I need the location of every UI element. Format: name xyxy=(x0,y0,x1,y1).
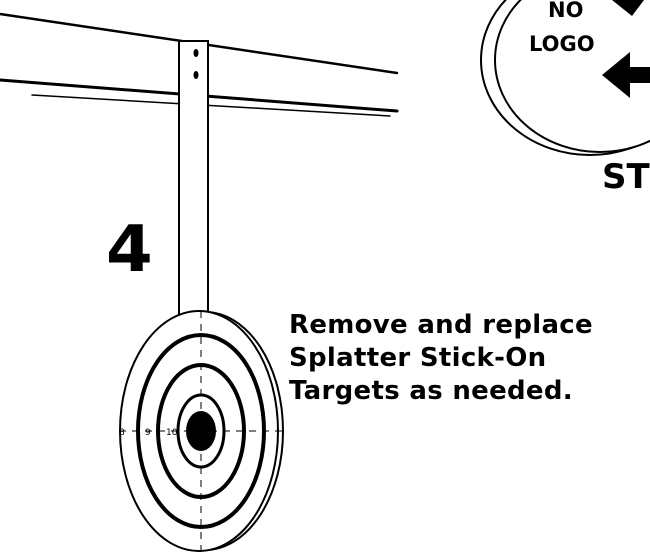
ring-label-10: 10 xyxy=(166,428,178,438)
ring-label-8: 8 xyxy=(119,428,125,438)
instruction-line: Targets as needed. xyxy=(289,376,573,406)
cropped-side-label: ST xyxy=(602,157,650,197)
arrow-down-left-icon xyxy=(612,0,644,16)
arrow-left-icon xyxy=(602,52,650,98)
logo-badge-line2: LOGO xyxy=(529,32,595,56)
instruction-text: Remove and replace Splatter Stick-On Tar… xyxy=(289,309,650,408)
hanging-strap xyxy=(178,40,209,324)
logo-badge-line1: NO xyxy=(548,0,584,22)
target-plate: 8 9 10 xyxy=(119,310,285,552)
instruction-line: Splatter Stick-On xyxy=(289,343,547,373)
logo-badge-target xyxy=(480,0,650,156)
ring-label-9: 9 xyxy=(145,428,151,438)
instruction-line: Remove and replace xyxy=(289,310,593,340)
step-number: 4 xyxy=(106,213,153,287)
